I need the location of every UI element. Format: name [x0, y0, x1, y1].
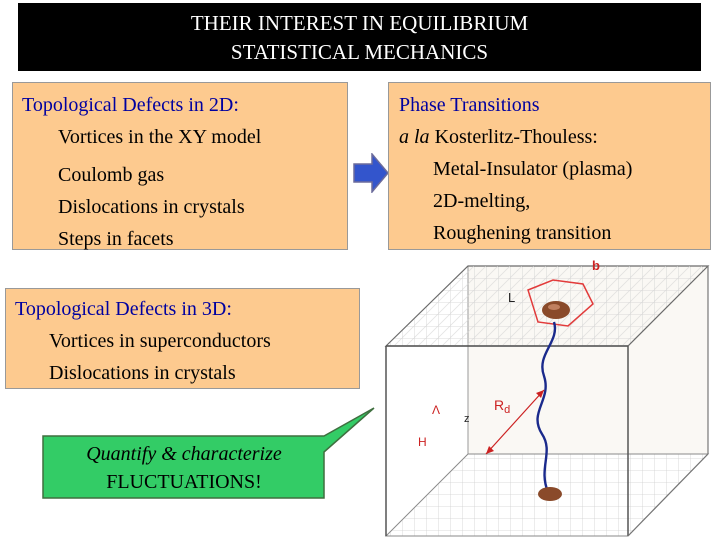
rd-arrow-line [485, 389, 545, 455]
defects-2d-heading: Topological Defects in 2D: [22, 94, 239, 116]
defects-2d-item: Steps in facets [58, 228, 174, 250]
callout-line-1: Quantify & characterize [86, 443, 282, 465]
phase-transition-item: 2D-melting, [433, 190, 531, 212]
label-rd-main: R [494, 397, 504, 413]
defects-3d-item: Dislocations in crystals [49, 362, 236, 384]
kosterlitz-thouless-line: a la Kosterlitz-Thouless: [399, 121, 710, 153]
bottom-defect-blob [538, 487, 562, 501]
rd-arrow-head [536, 390, 544, 398]
right-arrow-icon [353, 153, 389, 193]
label-z: z [464, 413, 470, 425]
a-la-italic: a la [399, 126, 430, 148]
defects-3d-item: Vortices in superconductors [49, 330, 271, 352]
label-L: L [508, 290, 515, 305]
burgers-circuit-hexagon [527, 279, 594, 327]
label-H: H [418, 435, 427, 449]
top-defect-highlight [548, 304, 560, 310]
phase-transitions-heading: Phase Transitions [399, 94, 540, 116]
kosterlitz-thouless-text: Kosterlitz-Thouless: [429, 126, 598, 148]
vortex-line [536, 321, 557, 493]
vortex-cube-figure: b L Rd Λ z H [378, 254, 718, 538]
label-rd: Rd [494, 397, 510, 416]
label-b: b [592, 258, 600, 273]
callout-bubble [42, 407, 375, 499]
top-defect-blob [542, 301, 570, 319]
phase-transition-item: Roughening transition [433, 222, 612, 244]
cube-edge [627, 453, 709, 537]
defects-2d-box: Topological Defects in 2D: Vortices in t… [12, 82, 348, 250]
phase-transition-item: Metal-Insulator (plasma) [433, 158, 633, 180]
callout-text: Quantify & characterize FLUCTUATIONS! [43, 436, 325, 498]
label-lambda: Λ [432, 403, 440, 417]
defects-3d-box: Topological Defects in 3D: Vortices in s… [5, 288, 360, 389]
phase-transitions-box: Phase Transitions a la Kosterlitz-Thoule… [388, 82, 711, 250]
defects-2d-item: Vortices in the XY model [58, 126, 262, 148]
title-line-2: STATISTICAL MECHANICS [230, 40, 489, 64]
label-rd-sub: d [504, 404, 510, 416]
slide-title: THEIR INTEREST IN EQUILIBRIUM STATISTICA… [18, 3, 701, 71]
callout-line-2: FLUCTUATIONS! [106, 471, 262, 493]
rd-arrow-tail [486, 446, 494, 454]
defects-3d-heading: Topological Defects in 3D: [15, 298, 232, 320]
title-line-1: THEIR INTEREST IN EQUILIBRIUM [190, 11, 529, 35]
defects-2d-item: Dislocations in crystals [58, 196, 245, 218]
defects-2d-item: Coulomb gas [58, 164, 165, 186]
